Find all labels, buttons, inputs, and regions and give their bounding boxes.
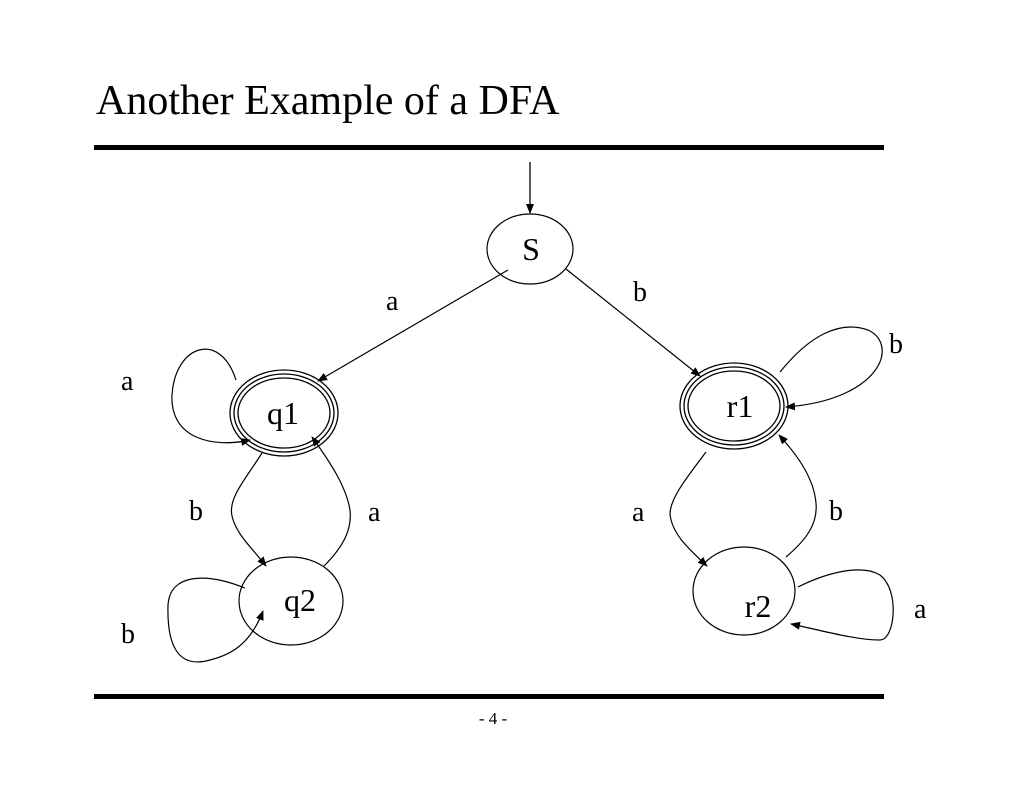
edge-label-q1-q2: b <box>189 496 203 527</box>
transition-q1-q2 <box>230 452 267 567</box>
state-label-q2: q2 <box>284 582 316 618</box>
page-number: - 4 - <box>478 709 508 728</box>
state-label-r1: r1 <box>727 388 754 424</box>
edge-label-q2-q2: b <box>121 619 135 650</box>
transition-q2-q1 <box>311 436 351 567</box>
slide-title: Another Example of a DFA <box>96 78 560 124</box>
transition-s-q1 <box>317 269 509 382</box>
state-label-q1: q1 <box>267 395 299 431</box>
edge-label-r1-r1: b <box>889 329 903 360</box>
state-r2: r2 <box>692 546 796 636</box>
state-label-r2: r2 <box>745 588 772 624</box>
transition-r1-r1 <box>779 326 883 411</box>
transition-r1-r2 <box>669 451 708 567</box>
state-q1: q1 <box>229 369 339 457</box>
edge-label-r1-r2: a <box>632 497 645 528</box>
transition-r2-r2 <box>790 569 894 641</box>
edge-label-s-q1: a <box>386 286 399 317</box>
state-r1: r1 <box>679 362 789 450</box>
edge-label-r2-r2: a <box>914 594 927 625</box>
state-label-s: S <box>522 231 540 267</box>
edge-label-q2-q1: a <box>368 497 381 528</box>
state-q2: q2 <box>238 556 344 646</box>
edge-label-r2-r1: b <box>829 496 843 527</box>
bottom-rule <box>94 694 884 699</box>
top-rule <box>94 145 884 150</box>
state-s: S <box>486 213 574 285</box>
transition-q1-q1 <box>171 348 251 446</box>
transition-q2-q2 <box>167 577 264 663</box>
edge-label-q1-q1: a <box>121 366 134 397</box>
transition-r2-r1 <box>778 434 817 558</box>
edge-label-s-r1: b <box>633 277 647 308</box>
transition-s-r1 <box>565 268 701 377</box>
